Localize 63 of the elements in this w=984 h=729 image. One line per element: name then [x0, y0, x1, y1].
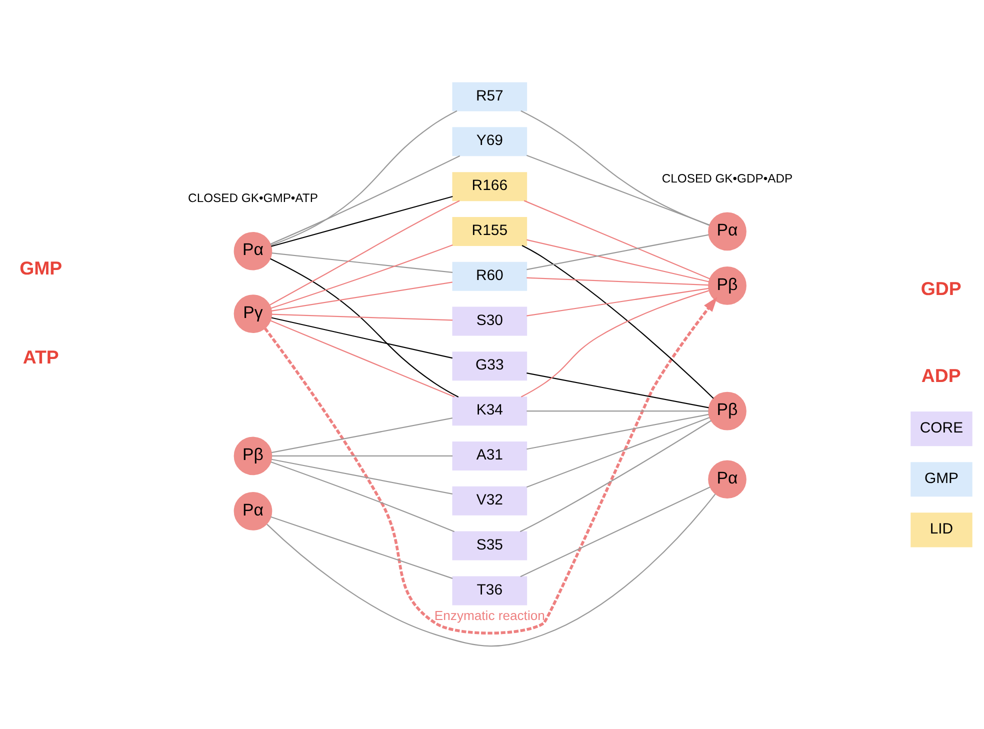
connector: [270, 462, 455, 532]
connector: [526, 416, 710, 488]
label: GMP: [20, 258, 62, 279]
connector: [270, 155, 460, 245]
node-circle: Pγ: [234, 294, 272, 333]
connector: [271, 317, 453, 359]
connector: [266, 494, 716, 647]
label: GDP: [920, 278, 962, 300]
connector: [526, 234, 709, 270]
edge-label: Enzymatic reaction: [434, 608, 545, 623]
node-circle: Pβ: [234, 436, 272, 476]
node-box: K34: [452, 396, 528, 426]
connector: [526, 239, 710, 282]
node-circle: Pβ: [708, 392, 746, 430]
legend-label: CORE: [920, 419, 964, 436]
connector: [270, 258, 459, 398]
connector: [272, 455, 453, 457]
node-circle: Pα: [234, 232, 272, 270]
node-circle: Pβ: [708, 266, 746, 305]
label: ADP: [921, 365, 961, 386]
connector: [522, 245, 714, 399]
node-box: V32: [452, 486, 528, 516]
connector: [271, 458, 452, 494]
connector: [272, 252, 453, 274]
node-box: S30: [452, 306, 528, 336]
node-box: S35: [452, 531, 528, 560]
connector: [520, 420, 712, 532]
connector: [520, 110, 710, 226]
arrow: [264, 296, 718, 634]
connector: [524, 200, 710, 280]
node-circle: Pα: [708, 212, 746, 251]
legend-label: GMP: [924, 470, 959, 487]
connector: [271, 196, 453, 247]
connector: [526, 277, 708, 286]
node-box: A31: [452, 441, 528, 470]
connector: [526, 154, 710, 226]
label: CLOSED GK•GMP•ATP: [188, 190, 318, 205]
node-box: R57: [452, 82, 528, 112]
legend-label: LID: [930, 520, 954, 538]
connector: [272, 282, 452, 312]
connector: [270, 320, 455, 398]
connector: [270, 200, 460, 306]
label: ATP: [22, 346, 59, 368]
connector: [520, 290, 709, 398]
connector: [270, 516, 453, 579]
node-box: Y69: [452, 127, 528, 156]
connector: [526, 288, 709, 316]
node-circle: Pα: [708, 460, 746, 499]
node-box: R155: [452, 216, 528, 246]
label: CLOSED GK•GDP•ADP: [662, 171, 793, 186]
connector: [270, 244, 453, 309]
node-circle: Pα: [234, 492, 272, 530]
connector: [520, 486, 710, 578]
connector: [272, 314, 453, 321]
connector: [271, 417, 452, 454]
connector: [526, 410, 708, 412]
node-box: R60: [452, 262, 528, 291]
connector: [270, 110, 458, 246]
node-box: G33: [452, 352, 528, 381]
node-box: R166: [452, 172, 528, 202]
connector: [526, 372, 709, 408]
connector: [526, 414, 709, 450]
node-box: T36: [452, 576, 528, 606]
